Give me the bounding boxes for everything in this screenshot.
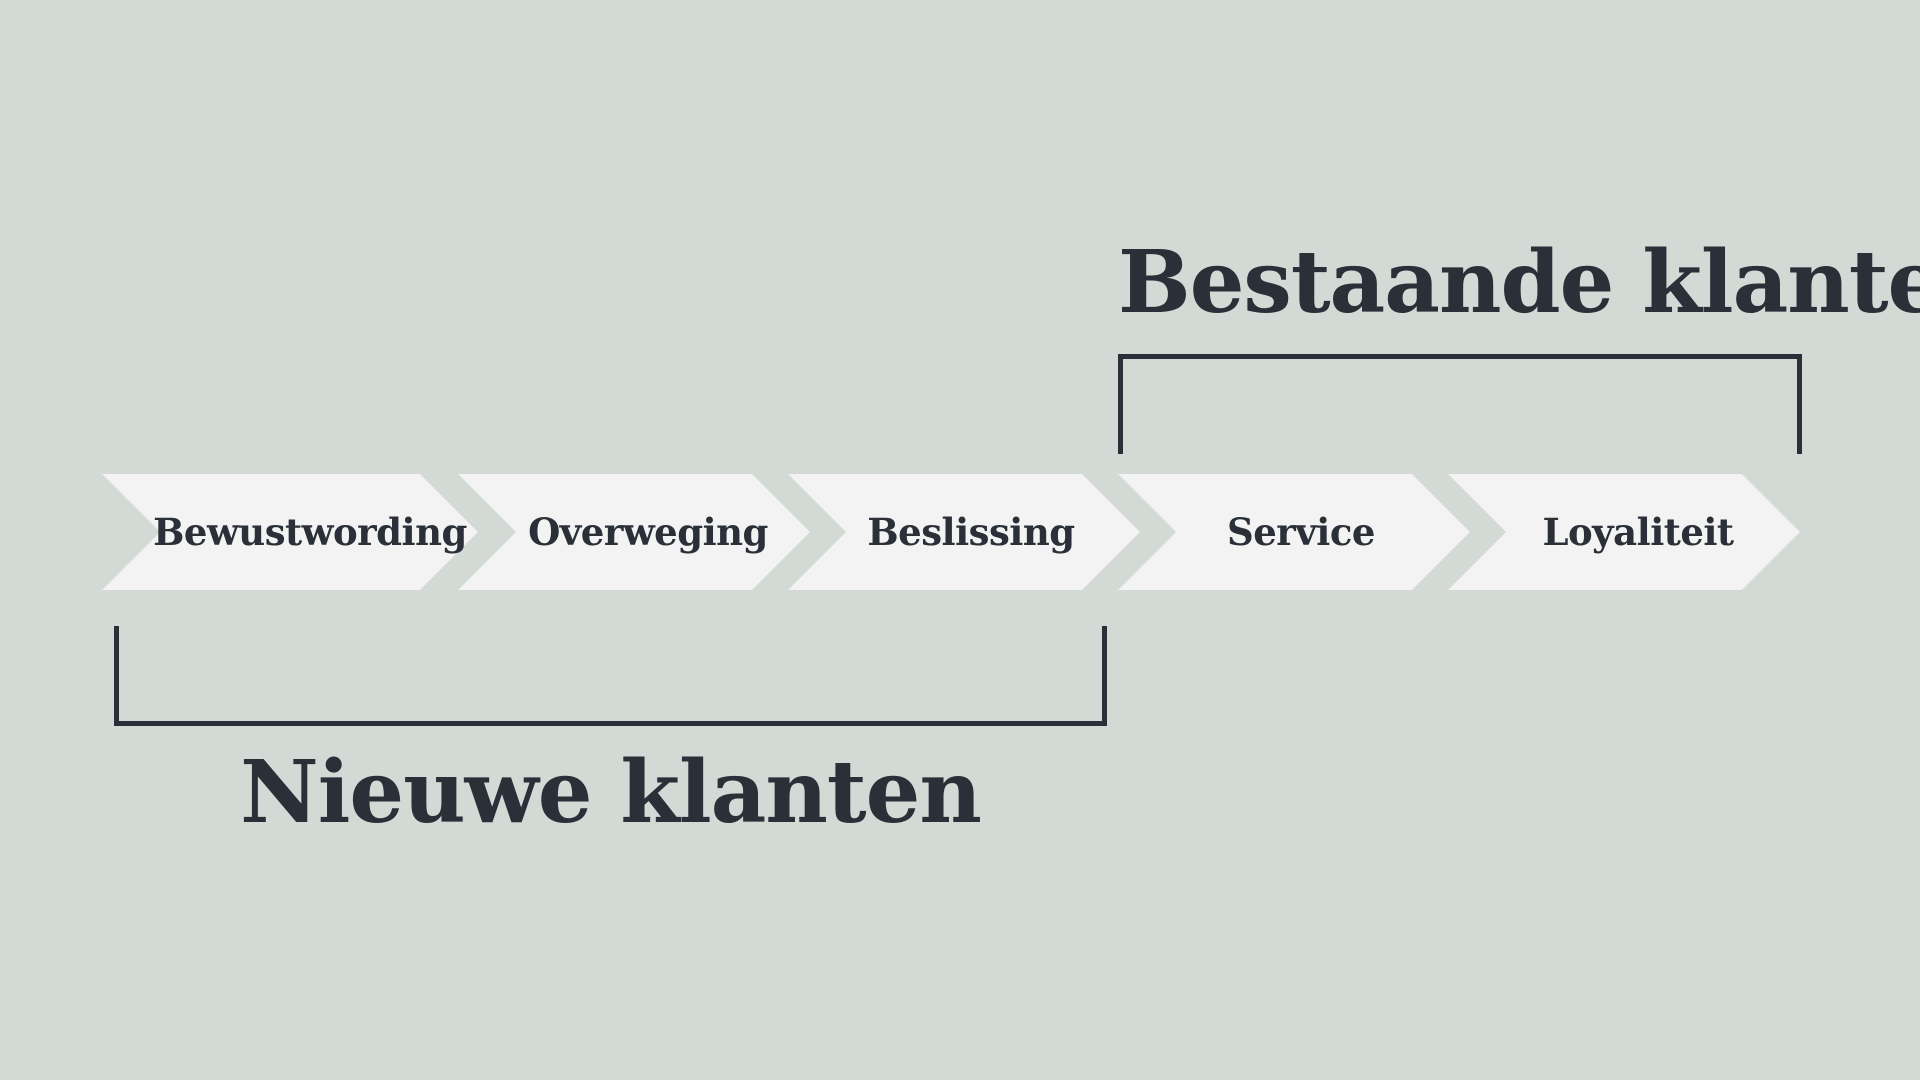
chevron-step-beslissing [788,474,1140,590]
chevron-step-service [1118,474,1470,590]
chevron-step-overweging [458,474,810,590]
step-label-loyaliteit: Loyaliteit [1542,510,1734,554]
bracket-new-customers [114,626,1107,726]
bracket-existing-customers [1118,354,1802,454]
step-label-bewustwording: Bewustwording [153,510,467,554]
step-label-beslissing: Beslissing [867,510,1075,554]
step-label-service: Service [1227,510,1375,554]
step-label-overweging: Overweging [528,510,768,554]
chevron-step-bewustwording [102,474,478,590]
chevron-step-loyaliteit [1448,474,1800,590]
group-title-new-customers: Nieuwe klanten [240,742,982,843]
group-title-existing-customers: Bestaande klanten [1118,232,1920,333]
